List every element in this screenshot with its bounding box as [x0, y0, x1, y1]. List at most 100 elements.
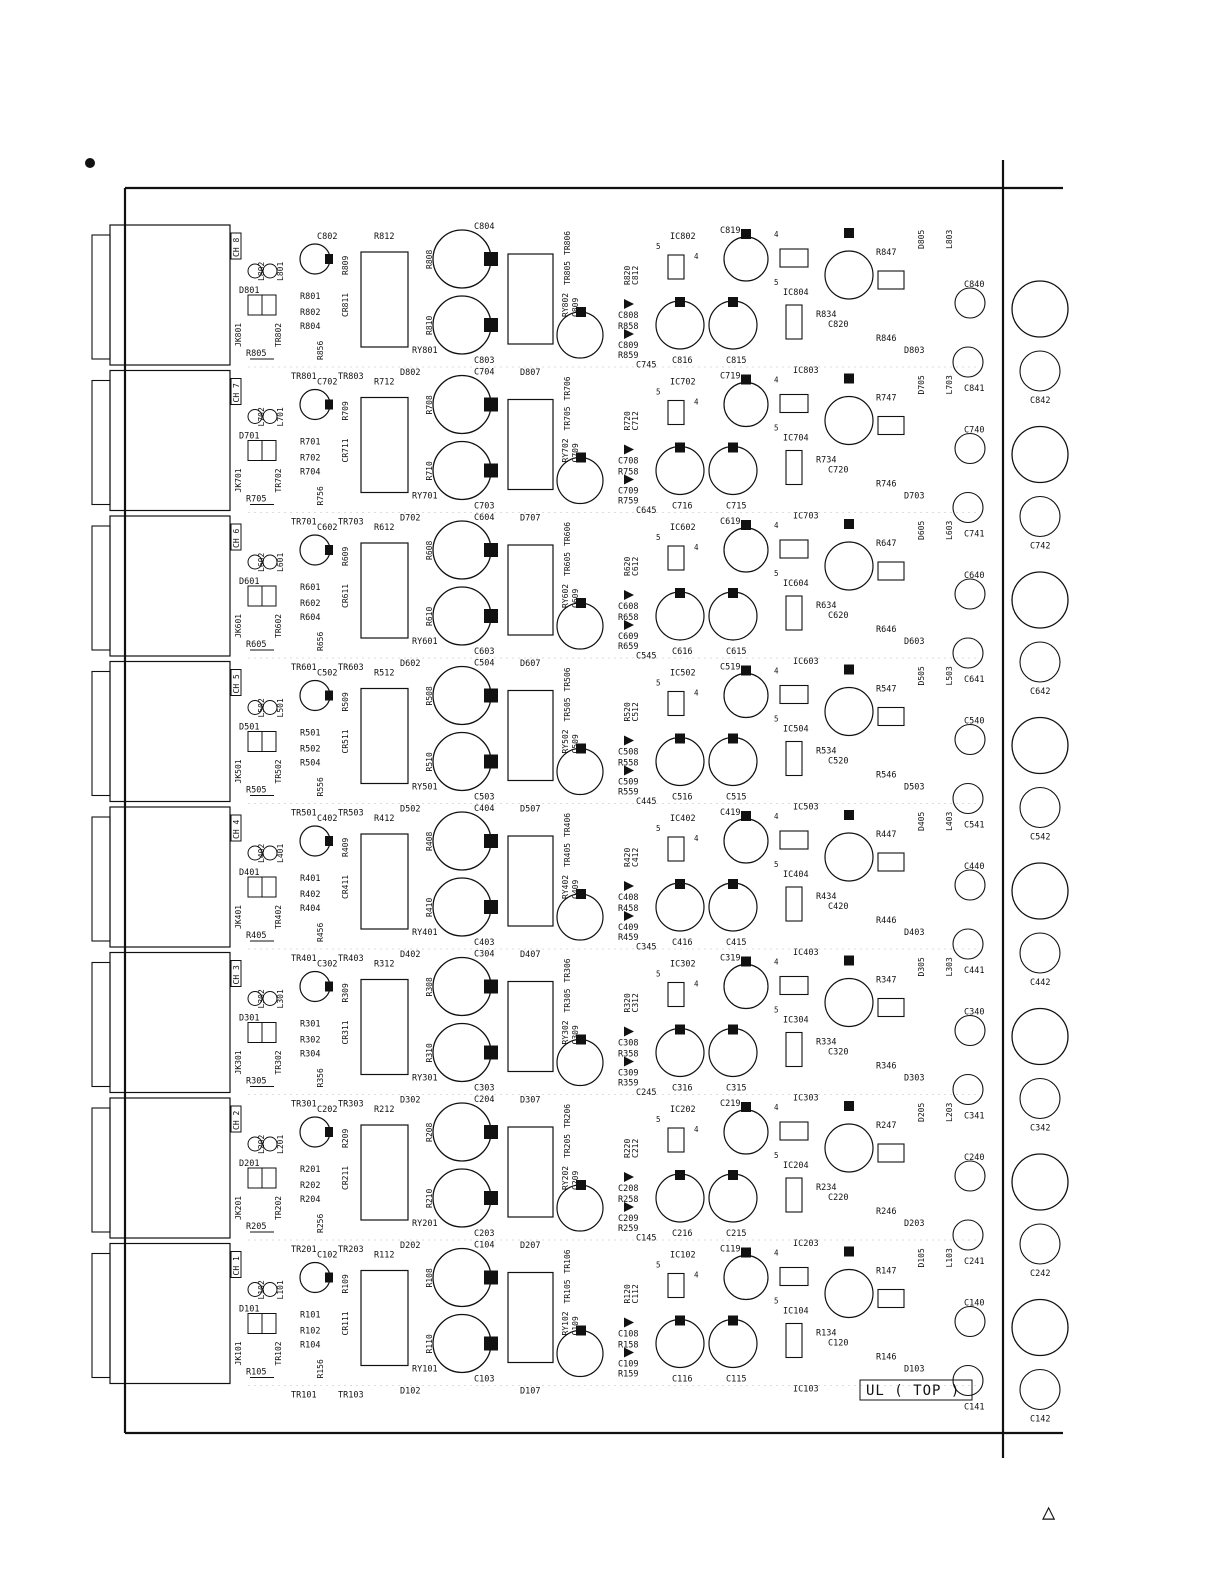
part-label: R334 [816, 1038, 836, 1048]
part-label: C140 [964, 1299, 984, 1309]
relay-outline [507, 689, 554, 782]
relay-outline [360, 1269, 409, 1367]
part-label: L302 [257, 989, 266, 1008]
part-label: R220 [623, 1139, 632, 1158]
part-label: C315 [726, 1084, 746, 1094]
part-label: R659 [618, 642, 638, 652]
part-label: R147 [876, 1267, 896, 1277]
part-label: RY802 [561, 293, 570, 317]
jack-body [109, 369, 231, 512]
part-label: TR503 [338, 809, 364, 819]
part-label: C604 [474, 513, 494, 523]
part-label: CR411 [341, 875, 350, 899]
part-label: IC602 [670, 523, 696, 533]
part-label: C542 [1030, 833, 1050, 843]
part-label: L401 [276, 844, 285, 863]
relay-outline [507, 1126, 554, 1218]
part-label: R556 [316, 777, 325, 796]
part-label: C302 [317, 960, 337, 970]
part-label: CR511 [341, 729, 350, 753]
shared-cap-label: C745 [636, 361, 656, 371]
part-label: 4 [694, 1125, 699, 1134]
part-label: R112 [374, 1251, 394, 1261]
part-label: IC204 [783, 1161, 809, 1171]
part-label: C340 [964, 1008, 984, 1018]
part-label: TR702 [274, 468, 283, 492]
part-label: C402 [317, 814, 337, 824]
part-label: R146 [876, 1353, 896, 1363]
channel-label: CH 7 [232, 383, 241, 402]
part-label: R446 [876, 916, 896, 926]
part-label: R420 [623, 848, 632, 867]
part-label: R247 [876, 1121, 896, 1131]
part-label: TR206 [563, 1104, 572, 1128]
part-label: TR801 [291, 372, 317, 382]
part-label: C240 [964, 1153, 984, 1163]
part-label: D301 [239, 1014, 259, 1024]
part-label: C420 [828, 902, 848, 912]
part-label: R110 [425, 1334, 434, 1353]
part-label: TR403 [338, 954, 364, 964]
part-label: IC504 [783, 725, 809, 735]
part-label: C108 [618, 1330, 638, 1340]
part-label: R410 [425, 898, 434, 917]
part-label: R156 [316, 1359, 325, 1378]
part-label: TR505 [563, 697, 572, 721]
part-label: L201 [276, 1135, 285, 1154]
part-label: D801 [239, 286, 259, 296]
part-label: R601 [300, 583, 320, 593]
relay-outline [360, 251, 409, 348]
part-label: CR111 [341, 1311, 350, 1335]
part-label: D607 [520, 659, 540, 669]
part-label: C642 [1030, 687, 1050, 697]
jack-body [109, 515, 231, 657]
part-label: R158 [618, 1341, 638, 1351]
part-label: RY801 [412, 346, 438, 356]
relay-outline [507, 544, 554, 636]
part-label: C319 [720, 954, 740, 964]
part-label: 4 [774, 230, 779, 239]
part-label: C320 [828, 1048, 848, 1058]
part-label: R620 [623, 557, 632, 576]
ic-outline [667, 836, 685, 862]
part-label: C819 [720, 226, 740, 236]
part-label: C608 [618, 602, 638, 612]
part-label: C709 [618, 487, 638, 497]
part-label: R720 [623, 411, 632, 430]
part-label: L301 [276, 989, 285, 1008]
part-label: R309 [341, 983, 350, 1002]
part-label: C842 [1030, 396, 1050, 406]
board-side-label-text: UL ( TOP ) [866, 1383, 960, 1399]
part-label: R246 [876, 1207, 896, 1217]
part-label: C316 [672, 1084, 692, 1094]
part-label: IC402 [670, 814, 696, 824]
part-label: TR705 [563, 406, 572, 430]
relay-outline [360, 687, 409, 785]
part-label: R605 [246, 640, 266, 650]
part-label: D605 [917, 521, 926, 540]
part-label: D501 [239, 723, 259, 733]
part-label: R204 [300, 1195, 320, 1205]
part-label: C612 [631, 557, 640, 576]
part-label: TR406 [563, 813, 572, 837]
part-label: C309 [571, 1025, 580, 1044]
part-label: R509 [341, 692, 350, 711]
part-label: R312 [374, 960, 394, 970]
part-label: 5 [656, 824, 661, 833]
part-label: L202 [257, 1135, 266, 1154]
part-label: R710 [425, 461, 434, 480]
part-label: C242 [1030, 1269, 1050, 1279]
part-label: R501 [300, 729, 320, 739]
part-label: IC804 [783, 288, 809, 298]
jack-body [109, 1242, 231, 1385]
part-label: TR305 [563, 988, 572, 1012]
part-label: 4 [694, 398, 699, 407]
part-label: R709 [341, 401, 350, 420]
part-label: D507 [520, 805, 540, 815]
part-label: 5 [774, 1006, 779, 1015]
part-label: D702 [400, 514, 420, 524]
part-label: D203 [904, 1219, 924, 1229]
part-label: IC302 [670, 960, 696, 970]
part-label: 5 [774, 569, 779, 578]
